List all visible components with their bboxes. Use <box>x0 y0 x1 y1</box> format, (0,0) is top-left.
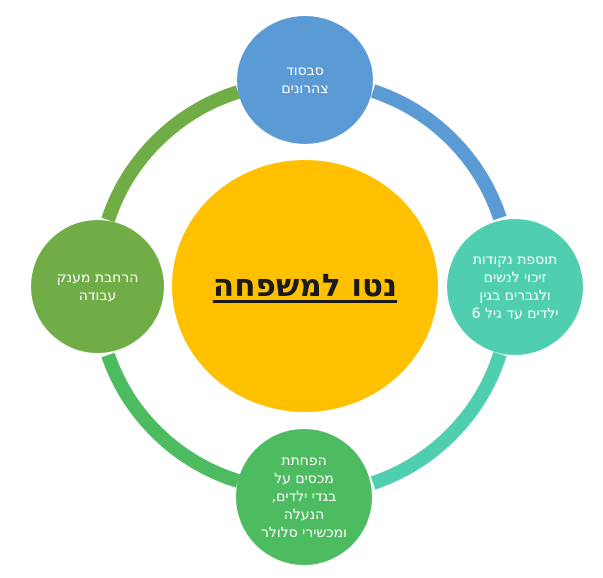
node-work-grant: הרחבת מענק עבודה <box>31 220 164 353</box>
node-daycare-subsidy-label: סבסוד צהרונים <box>281 63 329 97</box>
arc-right-bottom <box>370 351 507 490</box>
arc-left-top <box>101 85 241 223</box>
node-tax-credit-points-label: תוספת נקודות זיכוי לנשים ולגברים בגין יל… <box>471 252 559 322</box>
node-tax-credit-points: תוספת נקודות זיכוי לנשים ולגברים בגין יל… <box>447 219 583 355</box>
node-daycare-subsidy: סבסוד צהרונים <box>237 16 373 144</box>
arc-bottom-left <box>101 352 241 488</box>
node-customs-reduction-label: הפחתת מכסים על בגדי ילדים, הנעלה ומכשירי… <box>261 453 347 541</box>
node-customs-reduction: הפחתת מכסים על בגדי ילדים, הנעלה ומכשירי… <box>236 429 372 565</box>
node-work-grant-label: הרחבת מענק עבודה <box>56 269 139 304</box>
center-circle: נטו למשפחה <box>172 160 438 412</box>
arc-top-right <box>370 84 507 221</box>
center-title: נטו למשפחה <box>212 268 398 304</box>
